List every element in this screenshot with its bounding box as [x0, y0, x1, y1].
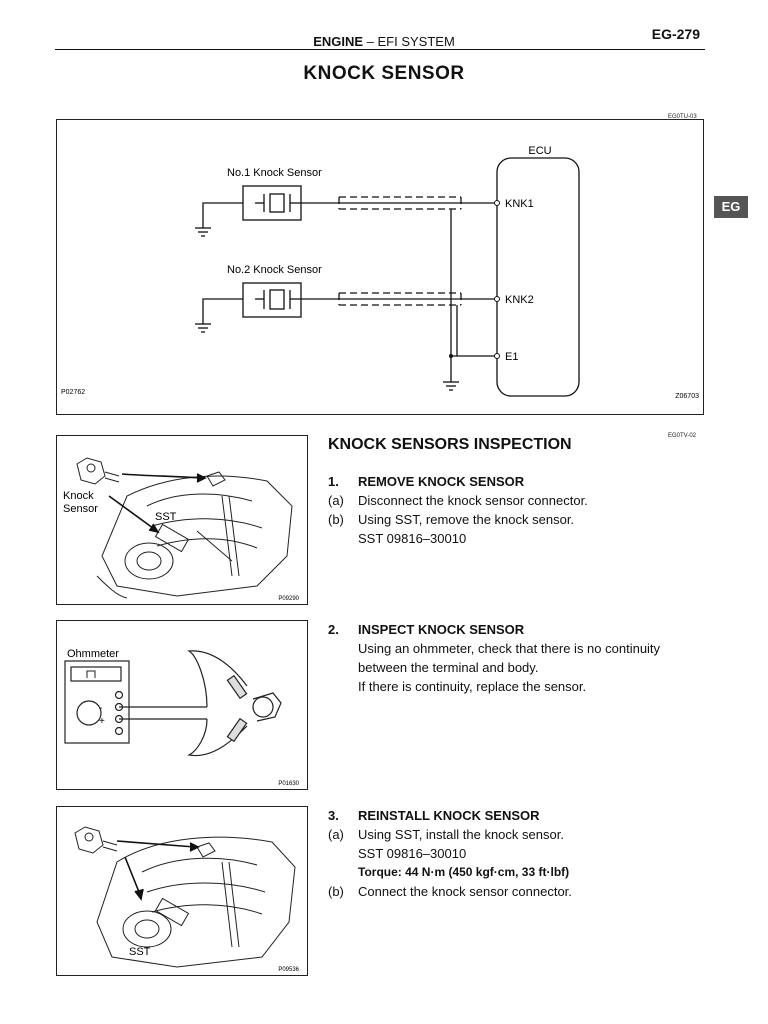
- fig3-id: P09536: [278, 967, 299, 973]
- fig2-id: P01630: [278, 781, 299, 787]
- step-1-sst: SST 09816–30010: [358, 531, 467, 546]
- step-2-line-1: Using an ohmmeter, check that there is n…: [358, 641, 661, 656]
- header-section-bold: ENGINE: [313, 34, 364, 49]
- step-1-number: 1.: [328, 474, 339, 489]
- ecu-box: [496, 157, 580, 397]
- figure-remove-sensor: Knock Sensor SST P09290: [56, 435, 308, 605]
- step-1b-mark: (b): [328, 512, 344, 527]
- step-1a-mark: (a): [328, 493, 344, 508]
- figure-reinstall-sensor: SST P09536: [56, 806, 308, 976]
- step-1: 1. REMOVE KNOCK SENSOR (a) Disconnect th…: [328, 472, 708, 548]
- step-2-line-2: between the terminal and body.: [358, 660, 539, 675]
- fig1-label-knock: Knock: [63, 490, 94, 502]
- step-1b-text: Using SST, remove the knock sensor.: [358, 512, 575, 527]
- step-2-title: INSPECT KNOCK SENSOR: [358, 622, 525, 637]
- step-2-line-3: If there is continuity, replace the sens…: [358, 679, 587, 694]
- step-1a-text: Disconnect the knock sensor connector.: [358, 493, 588, 508]
- sensor-2-label: No.2 Knock Sensor: [227, 264, 322, 276]
- circuit-fig-id-right: Z06703: [675, 393, 699, 400]
- running-header: ENGINE – EFI SYSTEM: [0, 34, 768, 49]
- step-3a-mark: (a): [328, 827, 344, 842]
- circuit-svg: ECU No.1 Knock Sensor No.2 Knock Sensor …: [61, 145, 699, 400]
- fig1-label-sensor: Sensor: [63, 503, 98, 515]
- figure-reinstall-sensor-svg: SST P09536: [74, 826, 300, 973]
- inspection-section-title: KNOCK SENSORS INSPECTION: [328, 436, 572, 453]
- step-1-title: REMOVE KNOCK SENSOR: [358, 474, 525, 489]
- ecu-label: ECU: [528, 145, 551, 157]
- step-3: 3. REINSTALL KNOCK SENSOR (a) Using SST,…: [328, 806, 708, 901]
- page-number: EG-279: [651, 26, 700, 42]
- circuit-fig-id-left: P02762: [61, 389, 85, 396]
- pin-e1: E1: [505, 351, 518, 363]
- step-3b-text: Connect the knock sensor connector.: [358, 884, 572, 899]
- header-section-rest: – EFI SYSTEM: [363, 34, 455, 49]
- step-3-number: 3.: [328, 808, 339, 823]
- ohmmeter-body: [64, 660, 130, 744]
- fig3-label-sst: SST: [129, 946, 151, 958]
- fig2-plus-sign: +: [99, 716, 105, 727]
- step-3-sst: SST 09816–30010: [358, 846, 467, 861]
- step-2-number: 2.: [328, 622, 339, 637]
- pin-knk2: KNK2: [505, 294, 534, 306]
- fig2-label-ohmmeter: Ohmmeter: [67, 648, 119, 660]
- knock-sensor-2-body: [242, 282, 302, 318]
- circuit-diagram: ECU No.1 Knock Sensor No.2 Knock Sensor …: [56, 119, 704, 415]
- step-2: 2. INSPECT KNOCK SENSOR Using an ohmmete…: [328, 620, 708, 696]
- fig1-id: P09290: [278, 596, 299, 602]
- step-3b-mark: (b): [328, 884, 344, 899]
- step-3a-text: Using SST, install the knock sensor.: [358, 827, 564, 842]
- figure-remove-sensor-svg: Knock Sensor SST P09290: [63, 457, 300, 602]
- step-3-torque: Torque: 44 N·m (450 kgf·cm, 33 ft·lbf): [358, 865, 570, 879]
- circuit-ref-code: EG0TU-03: [668, 114, 697, 120]
- step-3-title: REINSTALL KNOCK SENSOR: [358, 808, 540, 823]
- sensor-1-label: No.1 Knock Sensor: [227, 167, 322, 179]
- side-tab-eg: EG: [714, 196, 748, 218]
- fig2-minus-sign: -: [99, 703, 102, 714]
- figure-ohmmeter-check: Ohmmeter - + P01630: [56, 620, 308, 790]
- fig1-label-sst: SST: [155, 511, 177, 523]
- header-rule: [55, 49, 705, 50]
- inspection-ref-code: EG0TV-02: [668, 433, 697, 439]
- pin-knk1: KNK1: [505, 198, 534, 210]
- page-title: KNOCK SENSOR: [303, 63, 465, 84]
- figure-ohmmeter-svg: Ohmmeter - + P01630: [64, 648, 300, 787]
